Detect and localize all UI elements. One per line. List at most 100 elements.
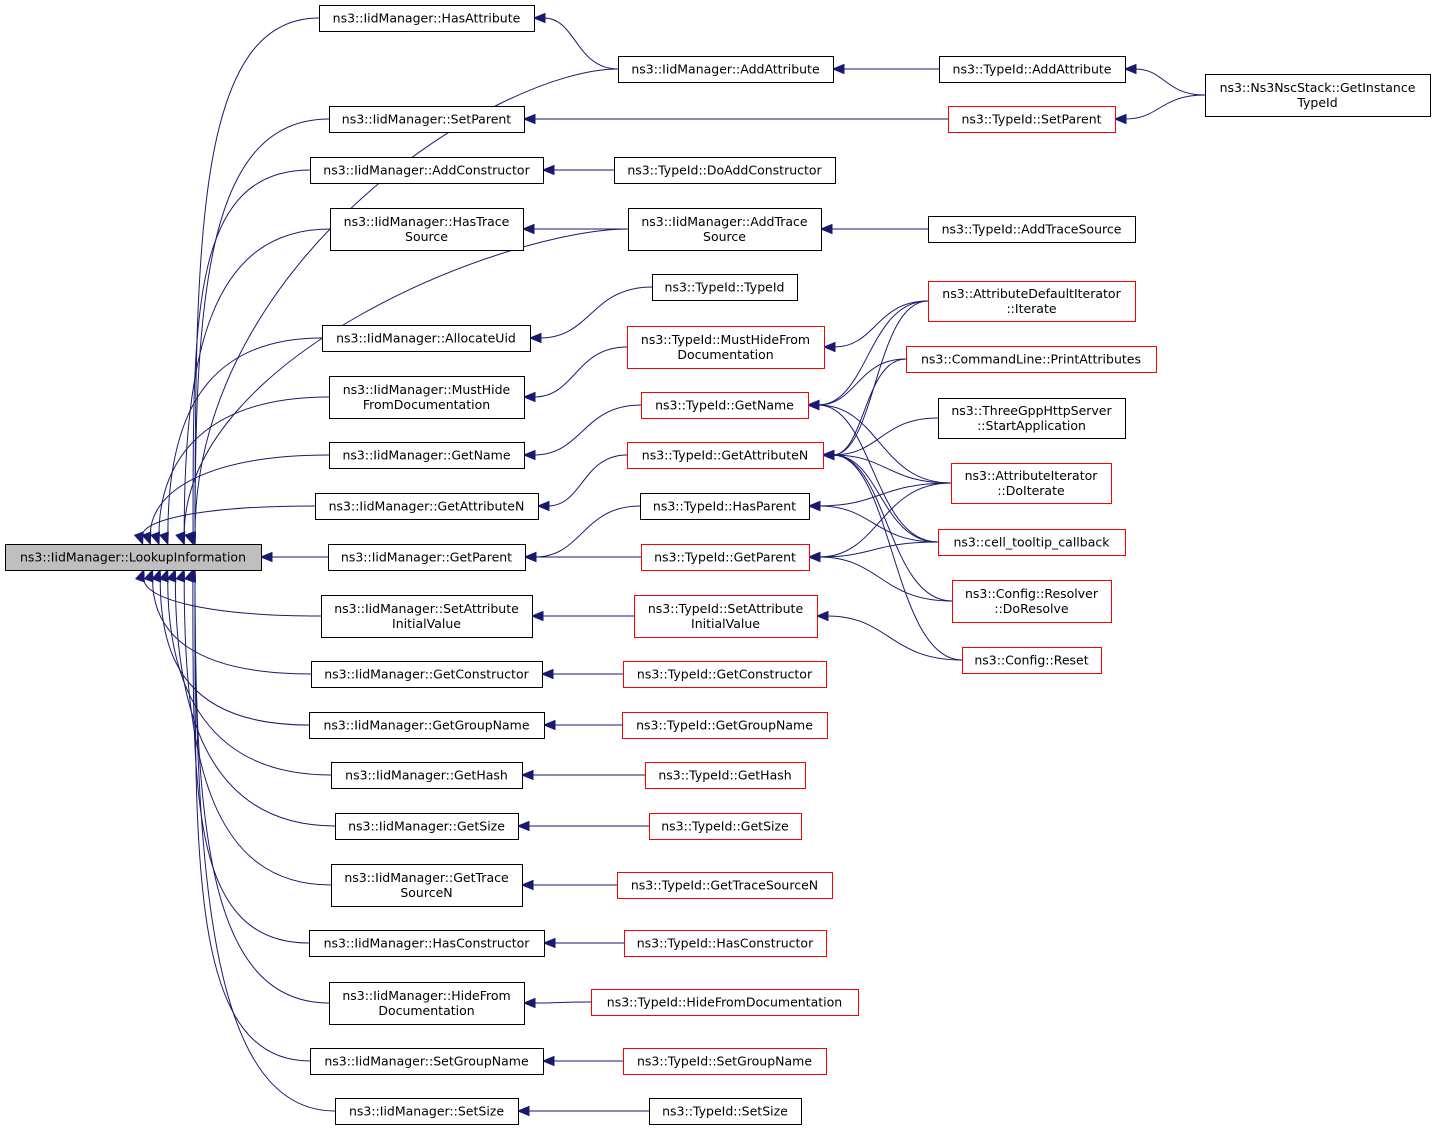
edge-tgpp-start-to-t-getattrn	[832, 417, 939, 456]
node-m-addtrace[interactable]: ns3::IidManager::AddTraceSource	[628, 208, 822, 251]
node-label: ::DoIterate	[997, 483, 1065, 498]
node-label: ns3::Ns3NscStack::GetInstance	[1220, 80, 1416, 95]
edge-arrowhead	[819, 223, 833, 235]
node-t-gettracen[interactable]: ns3::TypeId::GetTraceSourceN	[617, 872, 833, 899]
node-box	[330, 208, 524, 251]
node-m-getsize[interactable]: ns3::IidManager::GetSize	[335, 813, 519, 840]
edge-arrowhead	[541, 1055, 555, 1067]
node-box	[309, 930, 545, 957]
edge-cl-printattr-to-t-getname	[817, 358, 907, 406]
node-m-addattr[interactable]: ns3::IidManager::AddAttribute	[618, 56, 834, 83]
node-t-hasparent[interactable]: ns3::TypeId::HasParent	[640, 493, 810, 520]
node-m-gethash[interactable]: ns3::IidManager::GetHash	[331, 762, 523, 789]
node-label: ns3::AttributeDefaultIterator	[942, 286, 1121, 301]
node-m-addctor[interactable]: ns3::IidManager::AddConstructor	[310, 157, 544, 184]
node-label: ::StartApplication	[977, 418, 1086, 433]
node-tgpp-start[interactable]: ns3::ThreeGppHttpServer::StartApplicatio…	[938, 398, 1126, 439]
node-t-getgroup[interactable]: ns3::TypeId::GetGroupName	[622, 712, 828, 739]
node-cfg-doresolve[interactable]: ns3::Config::Resolver::DoResolve	[952, 580, 1112, 623]
node-t-hidefrom[interactable]: ns3::TypeId::HideFromDocumentation	[591, 989, 859, 1016]
node-box	[906, 346, 1157, 373]
node-t-getparent[interactable]: ns3::TypeId::GetParent	[641, 544, 810, 571]
edge-t-typeid-to-m-alloc	[539, 286, 653, 339]
node-m-setgroup[interactable]: ns3::IidManager::SetGroupName	[310, 1048, 544, 1075]
node-box	[310, 1048, 544, 1075]
edge-nsc-getinst-to-t-addattr	[1134, 68, 1206, 96]
node-m-hasctor[interactable]: ns3::IidManager::HasConstructor	[309, 930, 545, 957]
node-t-doaddctor[interactable]: ns3::TypeId::DoAddConstructor	[614, 157, 836, 184]
node-m-alloc[interactable]: ns3::IidManager::AllocateUid	[322, 325, 531, 352]
node-m-hasattr[interactable]: ns3::IidManager::HasAttribute	[319, 5, 535, 32]
edge-arrowhead	[175, 531, 186, 546]
edge-arrowhead	[528, 332, 542, 344]
node-box	[329, 106, 525, 133]
edge-t-getname-to-m-getname	[533, 404, 642, 456]
node-box	[938, 529, 1126, 556]
node-box	[627, 442, 824, 469]
edge-arrowhead	[821, 449, 835, 461]
node-t-getattrn[interactable]: ns3::TypeId::GetAttributeN	[627, 442, 824, 469]
node-m-getctor[interactable]: ns3::IidManager::GetConstructor	[311, 661, 543, 688]
node-m-hidefrom[interactable]: ns3::IidManager::HideFromDocumentation	[329, 982, 525, 1025]
node-m-musthide[interactable]: ns3::IidManager::MustHideFromDocumentati…	[329, 376, 525, 419]
node-m-getparent[interactable]: ns3::IidManager::GetParent	[328, 544, 526, 571]
node-t-setgroup[interactable]: ns3::TypeId::SetGroupName	[623, 1048, 827, 1075]
node-ai-doiterate[interactable]: ns3::AttributeIterator::DoIterate	[951, 463, 1112, 504]
node-t-getname[interactable]: ns3::TypeId::GetName	[641, 392, 809, 419]
node-label: ns3::IidManager::SetAttribute	[334, 601, 519, 616]
node-t-setsize[interactable]: ns3::TypeId::SetSize	[649, 1098, 802, 1125]
edge-cl-printattr-to-t-getattrn	[832, 358, 907, 456]
node-label: ns3::ThreeGppHttpServer	[951, 403, 1112, 418]
edge-adi-iterate-to-t-getname	[817, 300, 929, 406]
edge-m-addattr-to-lookup	[194, 68, 619, 536]
node-t-hasctor[interactable]: ns3::TypeId::HasConstructor	[624, 930, 827, 957]
node-label: Documentation	[378, 1003, 474, 1018]
node-m-getattrn[interactable]: ns3::IidManager::GetAttributeN	[315, 493, 539, 520]
edge-t-musthide-to-m-musthide	[533, 346, 628, 398]
node-t-addtrace[interactable]: ns3::TypeId::AddTraceSource	[928, 216, 1136, 243]
node-cl-printattr[interactable]: ns3::CommandLine::PrintAttributes	[906, 346, 1157, 373]
edge-m-addctor-to-lookup	[192, 169, 311, 536]
edge-ai-doiterate-to-t-getname	[817, 404, 952, 484]
edge-arrowhead	[516, 820, 530, 832]
node-label: ns3::IidManager::LookupInformation	[20, 550, 246, 565]
node-box	[928, 216, 1136, 243]
node-lookup[interactable]: ns3::IidManager::LookupInformation	[5, 544, 262, 571]
node-m-setsize[interactable]: ns3::IidManager::SetSize	[335, 1098, 519, 1125]
node-box	[622, 712, 828, 739]
node-cfg-reset[interactable]: ns3::Config::Reset	[962, 647, 1102, 674]
node-t-getsize[interactable]: ns3::TypeId::GetSize	[649, 813, 802, 840]
edge-arrowhead	[542, 937, 556, 949]
node-label: Source	[703, 229, 746, 244]
node-label: ns3::AttributeIterator	[965, 468, 1099, 483]
node-t-getctor[interactable]: ns3::TypeId::GetConstructor	[623, 661, 827, 688]
node-label: ns3::IidManager::MustHide	[343, 382, 511, 397]
edge-m-addtrace-to-lookup	[183, 228, 629, 536]
edge-arrowhead	[542, 719, 556, 731]
node-m-getname[interactable]: ns3::IidManager::GetName	[329, 442, 525, 469]
node-box	[649, 813, 802, 840]
edge-arrowhead	[133, 531, 144, 546]
node-t-gethash[interactable]: ns3::TypeId::GetHash	[645, 762, 806, 789]
node-m-getgroup[interactable]: ns3::IidManager::GetGroupName	[309, 712, 545, 739]
node-box	[618, 56, 834, 83]
node-label: ns3::IidManager::AddAttribute	[631, 62, 820, 77]
node-m-gettracen[interactable]: ns3::IidManager::GetTraceSourceN	[331, 864, 523, 907]
node-box	[328, 544, 526, 571]
node-adi-iterate[interactable]: ns3::AttributeDefaultIterator::Iterate	[928, 281, 1136, 322]
node-m-setparent[interactable]: ns3::IidManager::SetParent	[329, 106, 525, 133]
node-label: ns3::IidManager::GetName	[342, 448, 510, 463]
node-label: ns3::TypeId::SetSize	[662, 1104, 788, 1119]
node-box	[311, 661, 543, 688]
node-m-setattrinit[interactable]: ns3::IidManager::SetAttributeInitialValu…	[321, 595, 533, 638]
node-t-typeid[interactable]: ns3::TypeId::TypeId	[652, 274, 798, 301]
node-t-addattr[interactable]: ns3::TypeId::AddAttribute	[939, 56, 1126, 83]
node-t-setparent[interactable]: ns3::TypeId::SetParent	[948, 106, 1116, 133]
node-box	[951, 463, 1112, 504]
node-cell-tooltip[interactable]: ns3::cell_tooltip_callback	[938, 529, 1126, 556]
